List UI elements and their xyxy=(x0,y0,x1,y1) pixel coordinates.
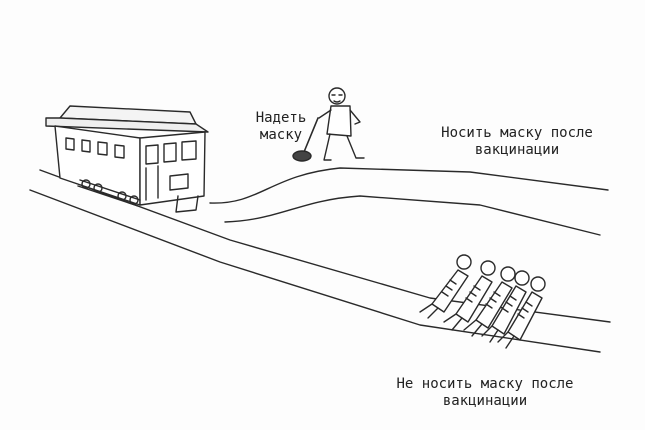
person-at-lever-icon xyxy=(318,87,365,161)
lever-icon xyxy=(292,117,319,162)
tied-people-icon xyxy=(419,254,546,349)
lever-person-caption: Надеть маску xyxy=(255,110,307,143)
trolley-icon xyxy=(45,105,209,213)
upper-track-caption: Носить маску после вакцинации xyxy=(441,125,593,158)
lower-track-caption: Не носить маску после вакцинации xyxy=(396,376,574,409)
